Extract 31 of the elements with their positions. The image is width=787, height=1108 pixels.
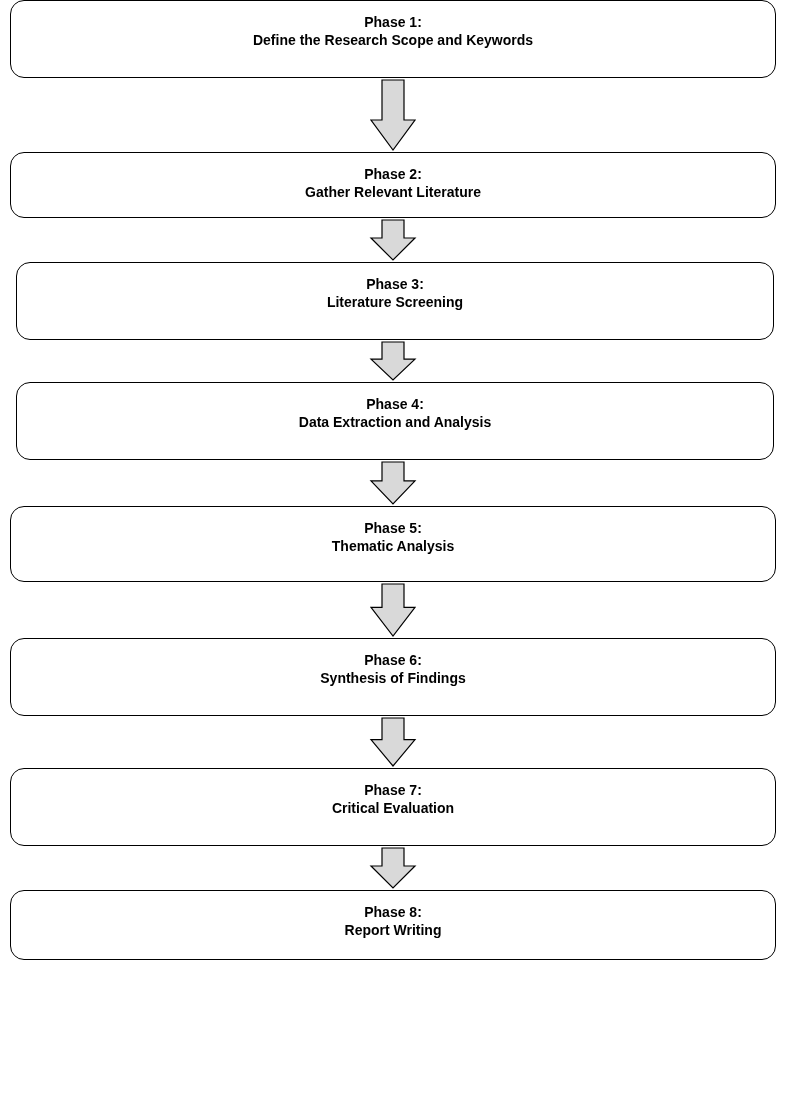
- phase-title: Synthesis of Findings: [320, 669, 466, 687]
- phase-title: Report Writing: [344, 921, 442, 939]
- block-arrow: [369, 461, 417, 505]
- phase-number: Phase 4:: [366, 395, 424, 413]
- block-arrow: [369, 341, 417, 381]
- block-arrow: [369, 583, 417, 637]
- block-arrow: [369, 219, 417, 261]
- phase-box: [10, 0, 776, 78]
- phase-number: Phase 8:: [364, 903, 422, 921]
- phase-title: Thematic Analysis: [331, 537, 455, 555]
- phase-box: [16, 262, 774, 340]
- phase-number: Phase 5:: [364, 519, 422, 537]
- phase-number: Phase 2:: [364, 165, 422, 183]
- phase-title: Literature Screening: [326, 293, 464, 311]
- block-arrow: [369, 717, 417, 767]
- phase-number: Phase 6:: [364, 651, 422, 669]
- phase-title: Gather Relevant Literature: [305, 183, 481, 201]
- phase-title: Critical Evaluation: [331, 799, 455, 817]
- phase-box: [16, 382, 774, 460]
- phase-box: [10, 890, 776, 960]
- phase-number: Phase 3:: [366, 275, 424, 293]
- phase-box: [10, 638, 776, 716]
- phase-number: Phase 7:: [364, 781, 422, 799]
- phase-box: [10, 506, 776, 582]
- block-arrow: [369, 79, 417, 151]
- phase-box: [10, 768, 776, 846]
- phase-title: Data Extraction and Analysis: [298, 413, 492, 431]
- phase-number: Phase 1:: [364, 13, 422, 31]
- block-arrow: [369, 847, 417, 889]
- phase-box: [10, 152, 776, 218]
- phase-title: Define the Research Scope and Keywords: [252, 31, 534, 49]
